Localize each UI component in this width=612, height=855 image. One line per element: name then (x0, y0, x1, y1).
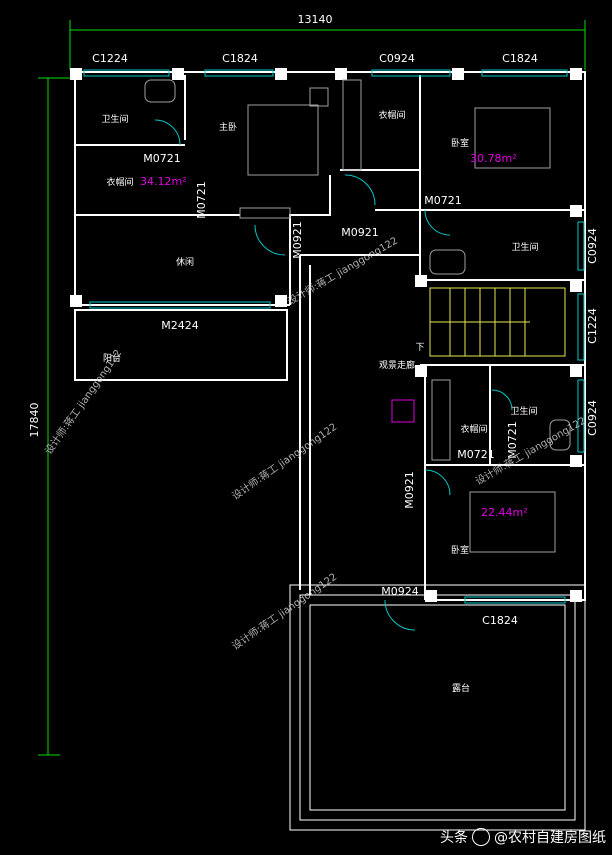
room-label: 卫生间 (101, 113, 128, 125)
door-label: M0721 (424, 194, 462, 207)
door-label: M0721 (506, 421, 519, 459)
area-label: 30.78m² (470, 152, 517, 165)
door-label: M0921 (403, 471, 416, 509)
door-label: M2424 (161, 319, 199, 332)
window-label: C0924 (379, 52, 415, 65)
room-label: 衣帽间 (460, 423, 487, 435)
room-label: 卧室 (451, 544, 469, 556)
watermark: 设计师:蒋工 jianggong122 (229, 570, 339, 652)
door-label: M0921 (291, 221, 304, 259)
stair-direction-label: 下 (415, 343, 424, 353)
room-label: 衣帽间 (378, 109, 405, 121)
walls (74, 71, 586, 831)
room-label: 衣帽间 (106, 176, 133, 188)
room-label: 阳台 (103, 352, 121, 364)
wechat-logo-icon (472, 828, 490, 846)
door-label: M0921 (341, 226, 379, 239)
window-label: C1224 (92, 52, 128, 65)
footer-handle: @农村自建房图纸 (494, 830, 606, 846)
door-label: M0924 (381, 585, 419, 598)
width-dimension: 13140 (298, 13, 333, 26)
window-label: C1224 (586, 308, 599, 344)
door-label: M0721 (143, 152, 181, 165)
window-label: C1824 (222, 52, 258, 65)
height-dimension: 17840 (28, 403, 41, 438)
door-label: M0721 (457, 448, 495, 461)
window-label: C0924 (586, 400, 599, 436)
pillars (70, 68, 582, 602)
dimension-lines (38, 20, 586, 756)
windows (83, 69, 585, 604)
watermark: 设计师:蒋工 jianggong122 (42, 347, 124, 457)
window-label: C1824 (482, 614, 518, 627)
area-label: 22.44m² (481, 506, 528, 519)
window-label: C0924 (586, 228, 599, 264)
source-footer: 头条 @农村自建房图纸 (440, 827, 606, 847)
room-label: 卧室 (451, 137, 469, 149)
room-label: 露台 (452, 682, 470, 694)
window-label: C1824 (502, 52, 538, 65)
area-label: 34.12m² (140, 175, 187, 188)
room-label: 观景走廊 (379, 359, 415, 371)
room-label: 主卧 (219, 121, 237, 133)
furniture (144, 79, 571, 553)
room-label: 卫生间 (511, 241, 538, 253)
doors (154, 119, 513, 631)
room-label: 休闲 (176, 256, 194, 268)
door-label: M0721 (195, 181, 208, 219)
stairs (429, 287, 566, 357)
room-label: 卫生间 (510, 405, 537, 417)
footer-prefix: 头条 (440, 830, 468, 846)
watermark: 设计师:蒋工 jianggong122 (229, 420, 339, 502)
